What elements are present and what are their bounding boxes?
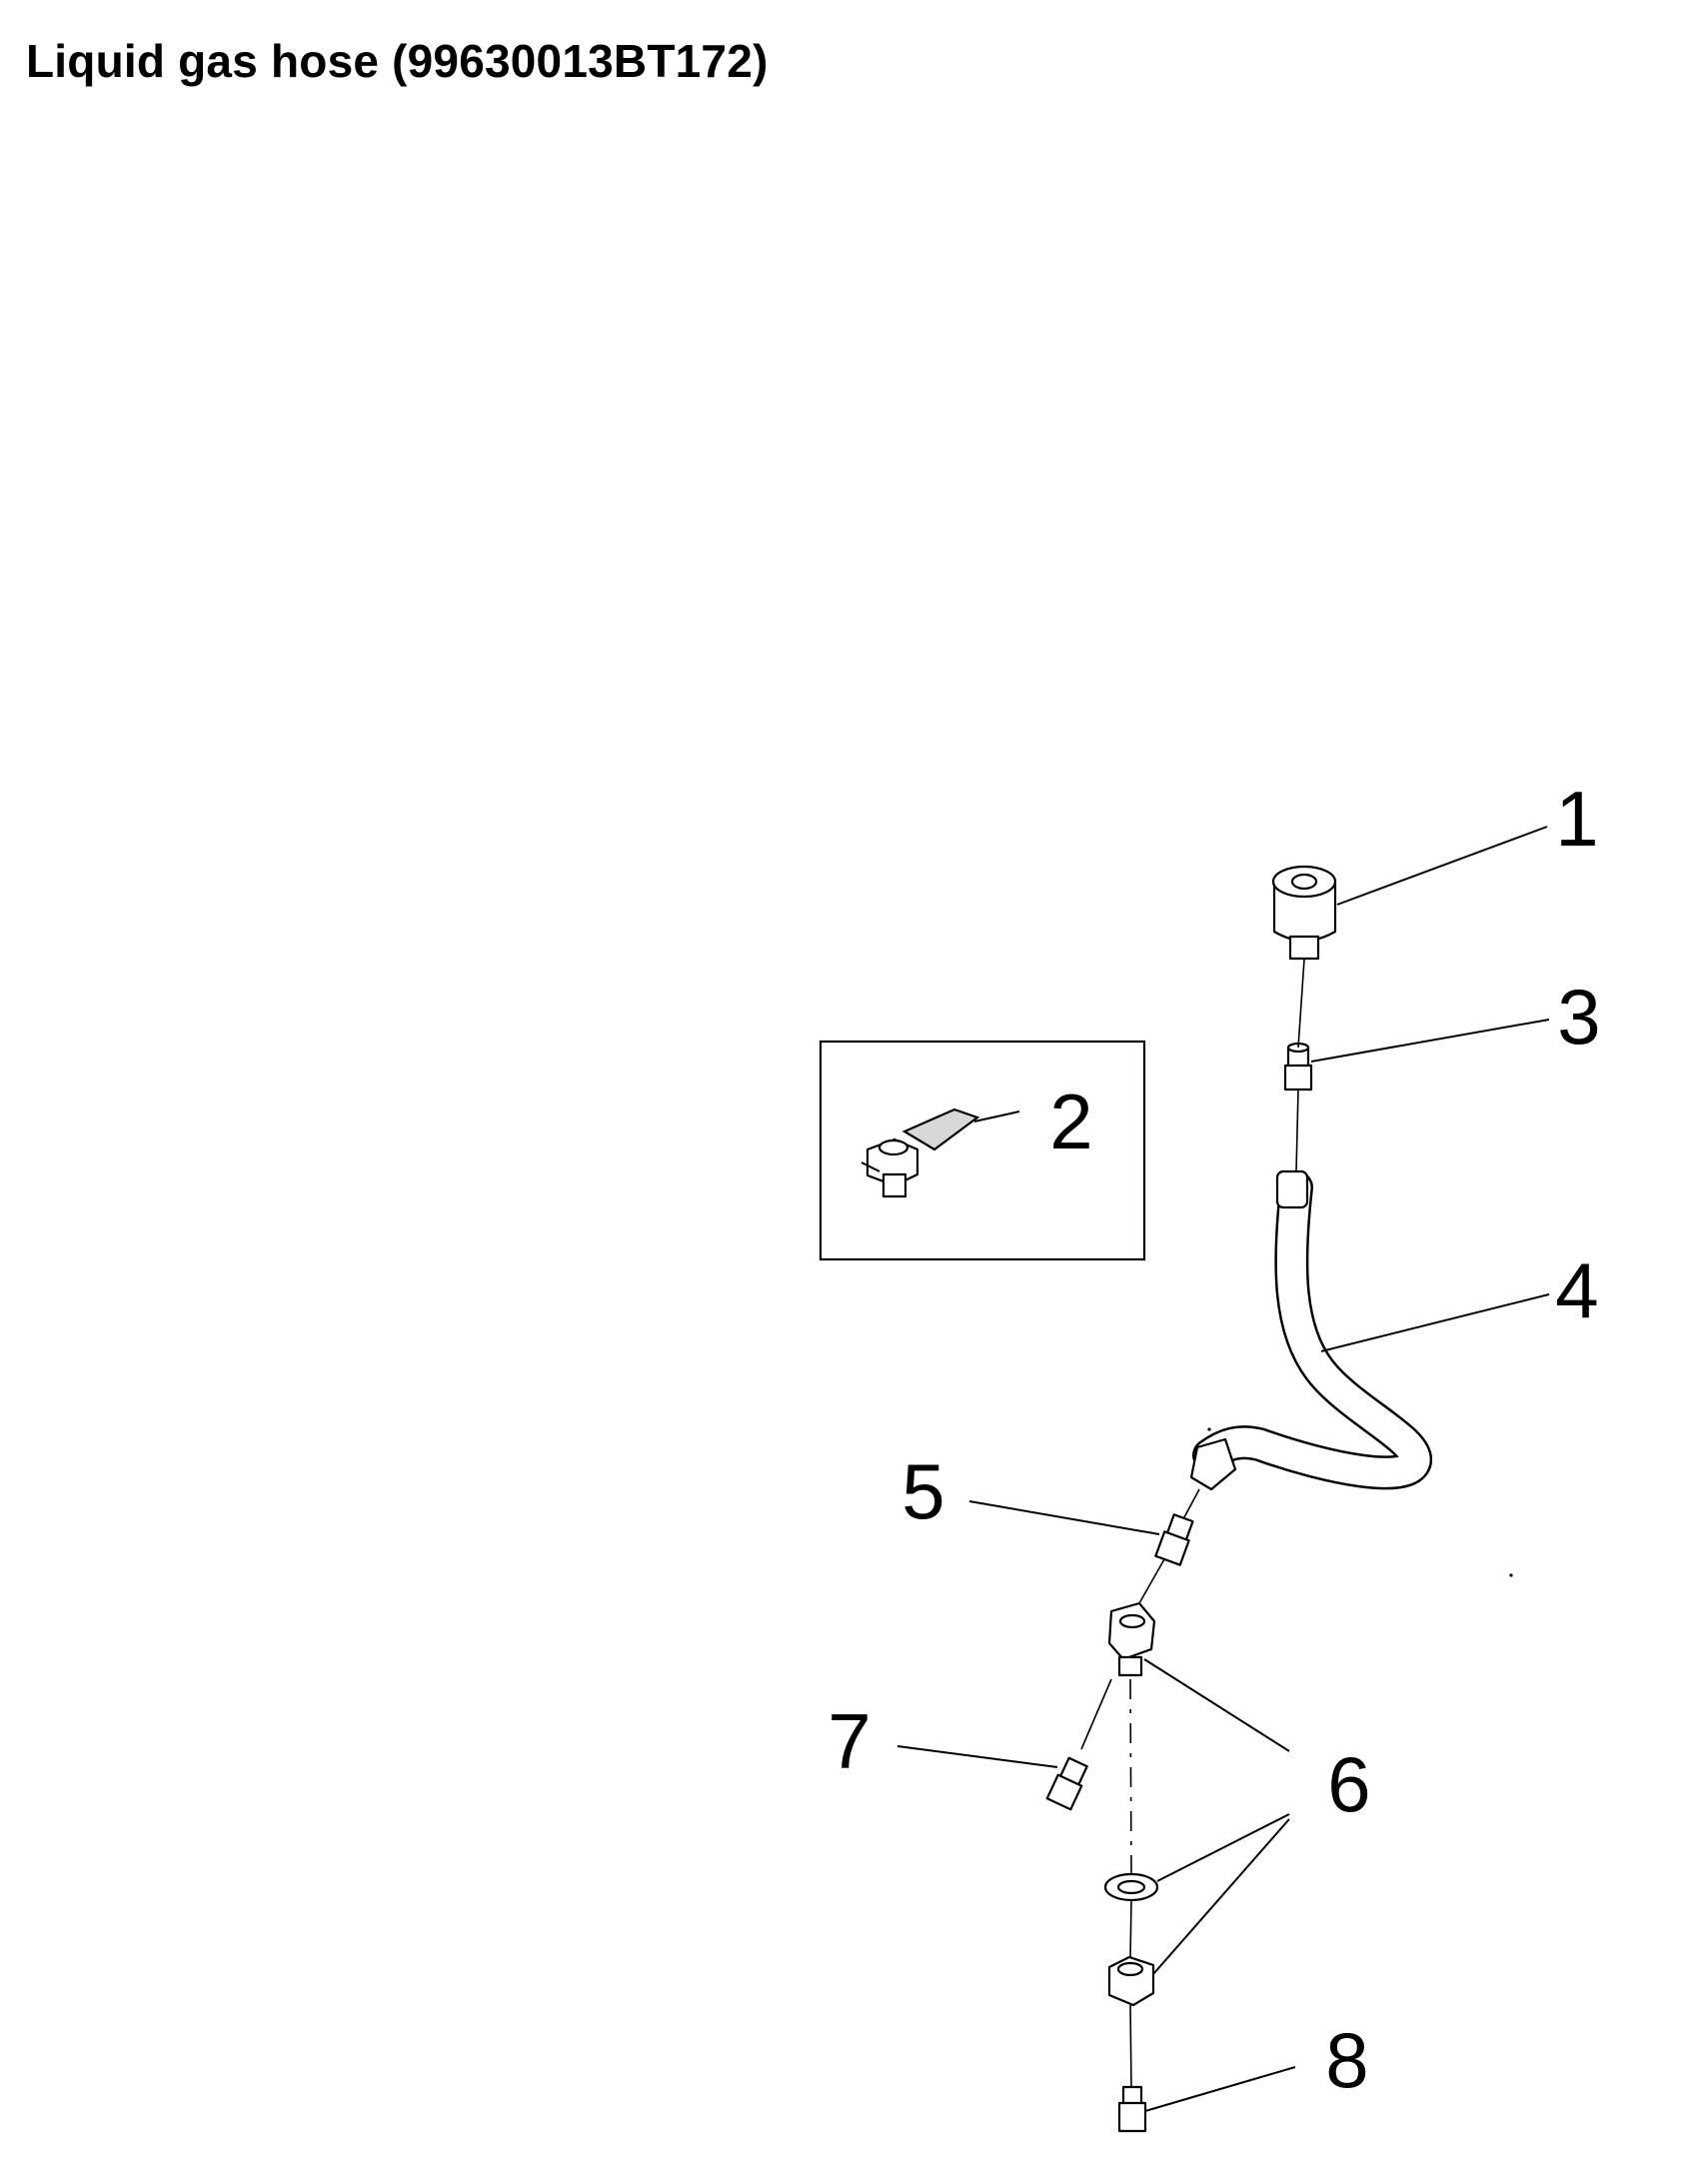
leader-4 <box>1320 1293 1550 1352</box>
leader-6b <box>1156 1813 1290 1882</box>
leader-8 <box>1144 2066 1296 2112</box>
part-5-nipple <box>1154 1513 1194 1566</box>
callout-4: 4 <box>1555 1246 1598 1334</box>
axis-lower-2 <box>1129 1900 1132 1958</box>
stray-mark <box>1207 1427 1211 1431</box>
part-6-tee-fitting <box>1107 1601 1156 1677</box>
axis-upper <box>1297 959 1305 1049</box>
callout-6: 6 <box>1327 1740 1370 1828</box>
leader-6c <box>1152 1818 1290 1975</box>
callout-3: 3 <box>1557 973 1600 1061</box>
callout-5: 5 <box>901 1447 944 1535</box>
callout-1: 1 <box>1555 775 1598 863</box>
callout-2: 2 <box>1049 1078 1092 1165</box>
part-7-nipple <box>1045 1756 1088 1811</box>
leader-7 <box>896 1745 1058 1768</box>
leader-5 <box>968 1500 1160 1535</box>
callout-7: 7 <box>828 1697 870 1785</box>
leader-2 <box>973 1110 1020 1122</box>
part-6-nut <box>1107 1955 1155 2007</box>
callout-8: 8 <box>1325 2016 1368 2104</box>
detail-box <box>819 1040 1146 1261</box>
diagram-title: Liquid gas hose (99630013BT172) <box>26 35 769 87</box>
leader-3 <box>1310 1019 1550 1063</box>
part-4-hose <box>1189 1169 1432 1491</box>
axis-upper-2 <box>1295 1089 1299 1172</box>
axis-middle-2 <box>1138 1558 1165 1604</box>
stray-mark <box>1509 1573 1513 1577</box>
leader-6a <box>1143 1658 1290 1752</box>
axis-lower-3 <box>1129 2004 1132 2088</box>
part-3-nipple <box>1283 1042 1313 1092</box>
axis-middle <box>1183 1488 1200 1518</box>
part-1-connector <box>1271 865 1337 961</box>
leader-1 <box>1336 826 1548 906</box>
axis-lower <box>1129 1678 1132 1875</box>
part-6-washer <box>1103 1872 1159 1902</box>
part-2-bolt-bracket <box>860 1107 980 1198</box>
part-8-nipple <box>1117 2085 1147 2133</box>
axis-branch <box>1080 1678 1112 1750</box>
